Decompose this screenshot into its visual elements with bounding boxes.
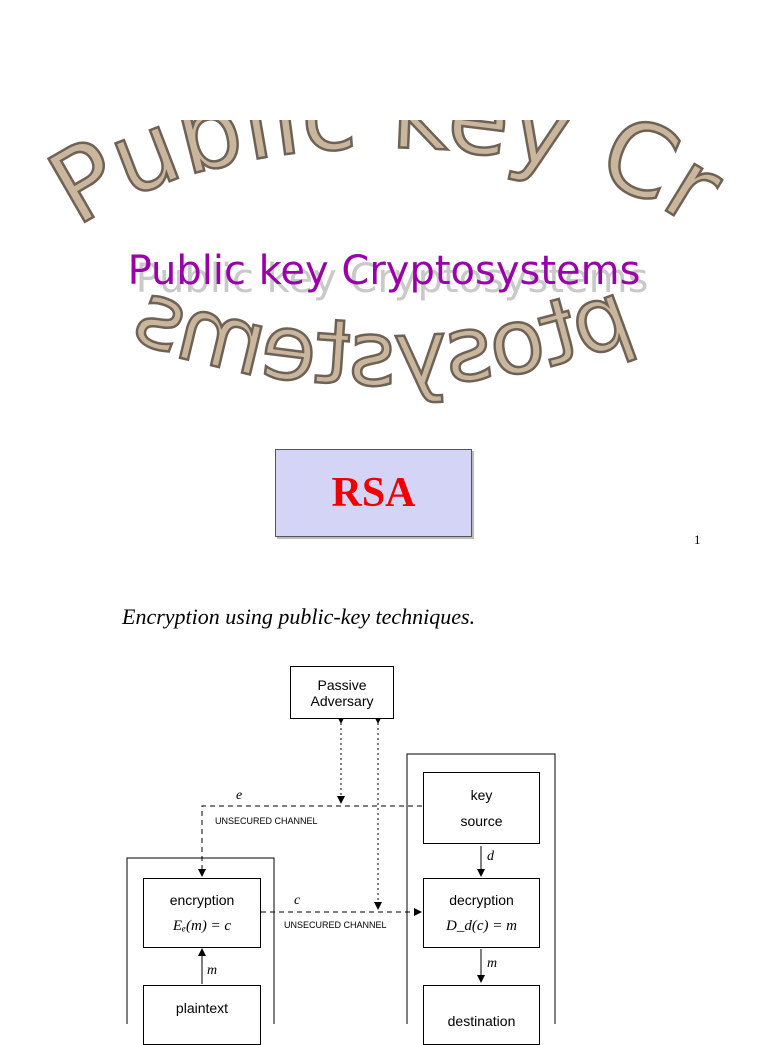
encryption-label: encryption [169,892,235,908]
plaintext-label: plaintext [175,1000,229,1016]
adversary-line-2: Adversary [310,692,374,709]
unsecured-channel-label-2: UNSECURED CHANNEL [284,920,387,930]
decryption-formula: D_d(c) = m [446,918,517,934]
rsa-box: RSA [275,449,472,537]
diagram-lines [126,716,556,1024]
title-shadow: Public key Cryptosystems [135,256,649,302]
figure-title: Encryption using public-key techniques. [122,604,476,629]
destination-label: destination [447,1013,516,1029]
plaintext-box: plaintext [143,985,261,1045]
encryption-box: encryption Eₑ(m) = c [143,878,261,948]
wordart-title: Public key Cr ptosystems [29,120,744,409]
passive-adversary-box: Passive Adversary [290,666,394,719]
receiver-container [406,753,556,1024]
adversary-line-1: Passive [317,676,367,693]
key-source-line-1: key [470,787,493,803]
var-m-receiver: m [487,956,498,971]
decryption-label: decryption [449,892,514,908]
decryption-box: decryption D_d(c) = m [423,878,540,948]
sender-container [126,857,275,1024]
unsecured-channel-label-1: UNSECURED CHANNEL [215,816,318,826]
var-e: e [236,788,243,803]
slide-number: 1 [694,532,701,547]
var-c: c [294,893,301,908]
key-source-line-2: source [460,813,503,829]
key-source-box: key source [423,772,540,844]
e-channel-line [198,805,422,877]
slide-title: Public key Cryptosystems [127,248,641,294]
destination-box: destination [423,985,540,1045]
var-d: d [487,849,494,864]
var-m-sender: m [207,963,218,978]
encryption-formula: Eₑ(m) = c [172,918,232,934]
rsa-label: RSA [331,470,416,516]
